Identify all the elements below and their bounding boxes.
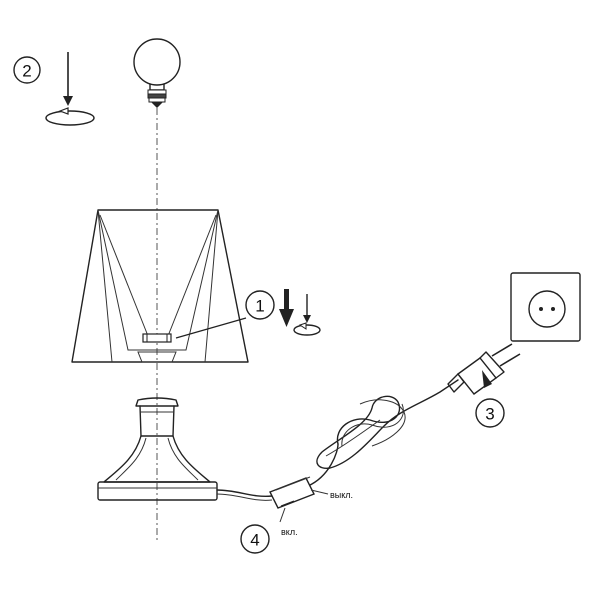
lamp-base bbox=[97, 397, 218, 501]
step-3-badge bbox=[475, 398, 505, 428]
step-1-badge bbox=[245, 290, 275, 320]
switch-off-label-group: выкл. bbox=[310, 489, 353, 500]
step-1-number: 1 bbox=[255, 297, 264, 316]
light-bulb bbox=[133, 38, 181, 108]
tighten-rotate-arrow-icon bbox=[293, 322, 321, 336]
step-4-marker: 4 bbox=[240, 524, 270, 554]
switch-off-label: выкл. bbox=[330, 490, 353, 500]
large-down-arrow-icon bbox=[279, 289, 294, 327]
power-cord bbox=[216, 379, 459, 501]
step-3-marker: 3 bbox=[475, 398, 505, 428]
inline-switch bbox=[269, 476, 315, 509]
step-2-badge bbox=[13, 56, 41, 84]
step-1-marker: 1 bbox=[175, 290, 275, 339]
step-4-badge bbox=[240, 524, 270, 554]
small-down-arrow-icon bbox=[303, 294, 311, 323]
screw-in-down-arrow-icon bbox=[63, 52, 73, 106]
plug-icon bbox=[447, 343, 521, 395]
step-4-number: 4 bbox=[250, 531, 259, 550]
rotate-arrow-icon bbox=[45, 107, 95, 126]
switch-on-label: вкл. bbox=[281, 527, 298, 537]
wall-socket-icon bbox=[510, 272, 581, 342]
step-2-number: 2 bbox=[22, 62, 31, 81]
step-3-number: 3 bbox=[485, 405, 494, 424]
lamp-shade bbox=[71, 209, 249, 363]
switch-on-label-group: вкл. bbox=[279, 507, 298, 537]
step-2-marker: 2 bbox=[13, 56, 41, 84]
